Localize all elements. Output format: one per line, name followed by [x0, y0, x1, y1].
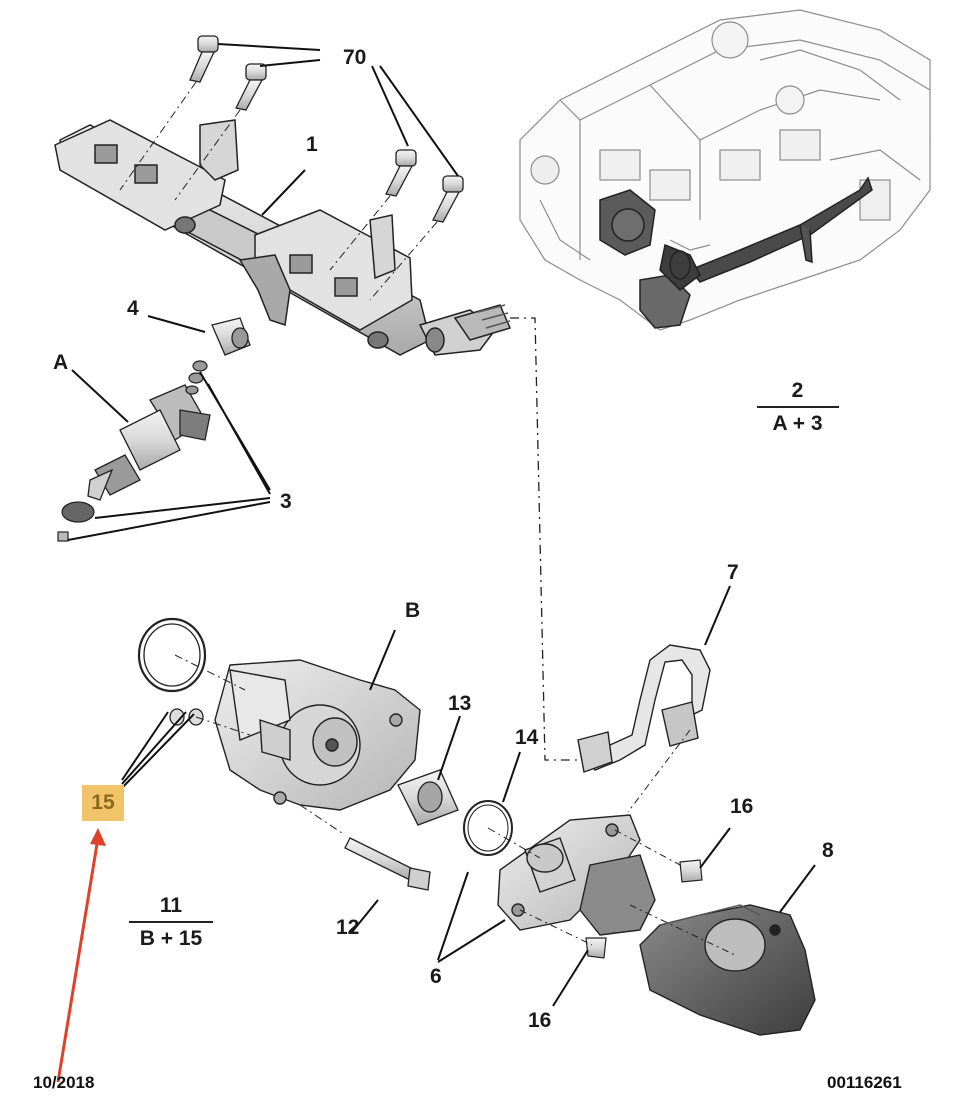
dashed-axis-14	[487, 827, 541, 859]
dashed-axis-pump-shield	[629, 904, 736, 956]
label-A: A	[53, 351, 69, 374]
label-8: 8	[822, 839, 834, 862]
bolt-1	[189, 35, 219, 83]
screws-part-16	[585, 859, 703, 959]
vacuum-pump-part-B	[214, 659, 421, 811]
footer-date: 10/2018	[33, 1073, 95, 1092]
dashed-connection-line	[510, 317, 580, 761]
label-13: 13	[448, 692, 472, 715]
label-1: 1	[306, 133, 318, 156]
o-ring-part-14	[463, 800, 513, 856]
coupling-part-13	[397, 769, 459, 826]
label-14: 14	[515, 726, 539, 749]
fraction-2-top: 2	[791, 379, 804, 402]
heat-shield-part-8	[639, 904, 816, 1036]
bolt-2	[235, 63, 267, 111]
fuel-rail-part-1	[54, 119, 512, 356]
label-7: 7	[727, 561, 739, 584]
fraction-11-top: 11	[159, 894, 183, 917]
label-B: B	[405, 599, 421, 622]
label-3: 3	[280, 490, 292, 513]
engine-fuel-rail-highlight	[599, 176, 873, 329]
high-pressure-pump-part-6	[497, 814, 656, 936]
fraction-11: 11 B + 15	[125, 895, 217, 949]
bushing-part-4	[211, 317, 251, 356]
label-16-upper: 16	[730, 795, 754, 818]
red-arrow	[56, 828, 106, 1083]
label-12: 12	[336, 916, 360, 939]
seals-part-3	[57, 360, 208, 542]
bolt-part-12	[344, 837, 431, 891]
bolt-3	[385, 149, 417, 197]
label-6: 6	[430, 965, 442, 988]
engine-block-illustration	[519, 9, 931, 331]
highlight-label-15[interactable]: 15	[82, 785, 124, 821]
label-70: 70	[343, 46, 367, 69]
fraction-2-bottom: A + 3	[772, 412, 823, 435]
bolts-part-70	[189, 35, 464, 223]
bolt-4	[432, 175, 464, 223]
label-15: 15	[91, 791, 115, 814]
dashed-axis-16	[519, 829, 683, 946]
label-4: 4	[127, 297, 139, 320]
dashed-axis-bolts	[119, 81, 438, 301]
fraction-2-bar	[756, 406, 839, 408]
fraction-11-bottom: B + 15	[139, 927, 203, 950]
leader-lines	[67, 43, 816, 1007]
footer-reference: 00116261	[827, 1073, 902, 1092]
fraction-2: 2 A + 3	[755, 380, 840, 434]
dashed-axis-oring-pump	[174, 654, 346, 836]
fuel-pipe-part-7	[577, 644, 711, 773]
o-ring-and-seals	[137, 617, 207, 726]
dashed-axis-pipe-pump	[627, 729, 691, 813]
injector-part-A	[87, 384, 211, 501]
fraction-11-bar	[129, 921, 213, 923]
label-16-lower: 16	[528, 1009, 552, 1032]
